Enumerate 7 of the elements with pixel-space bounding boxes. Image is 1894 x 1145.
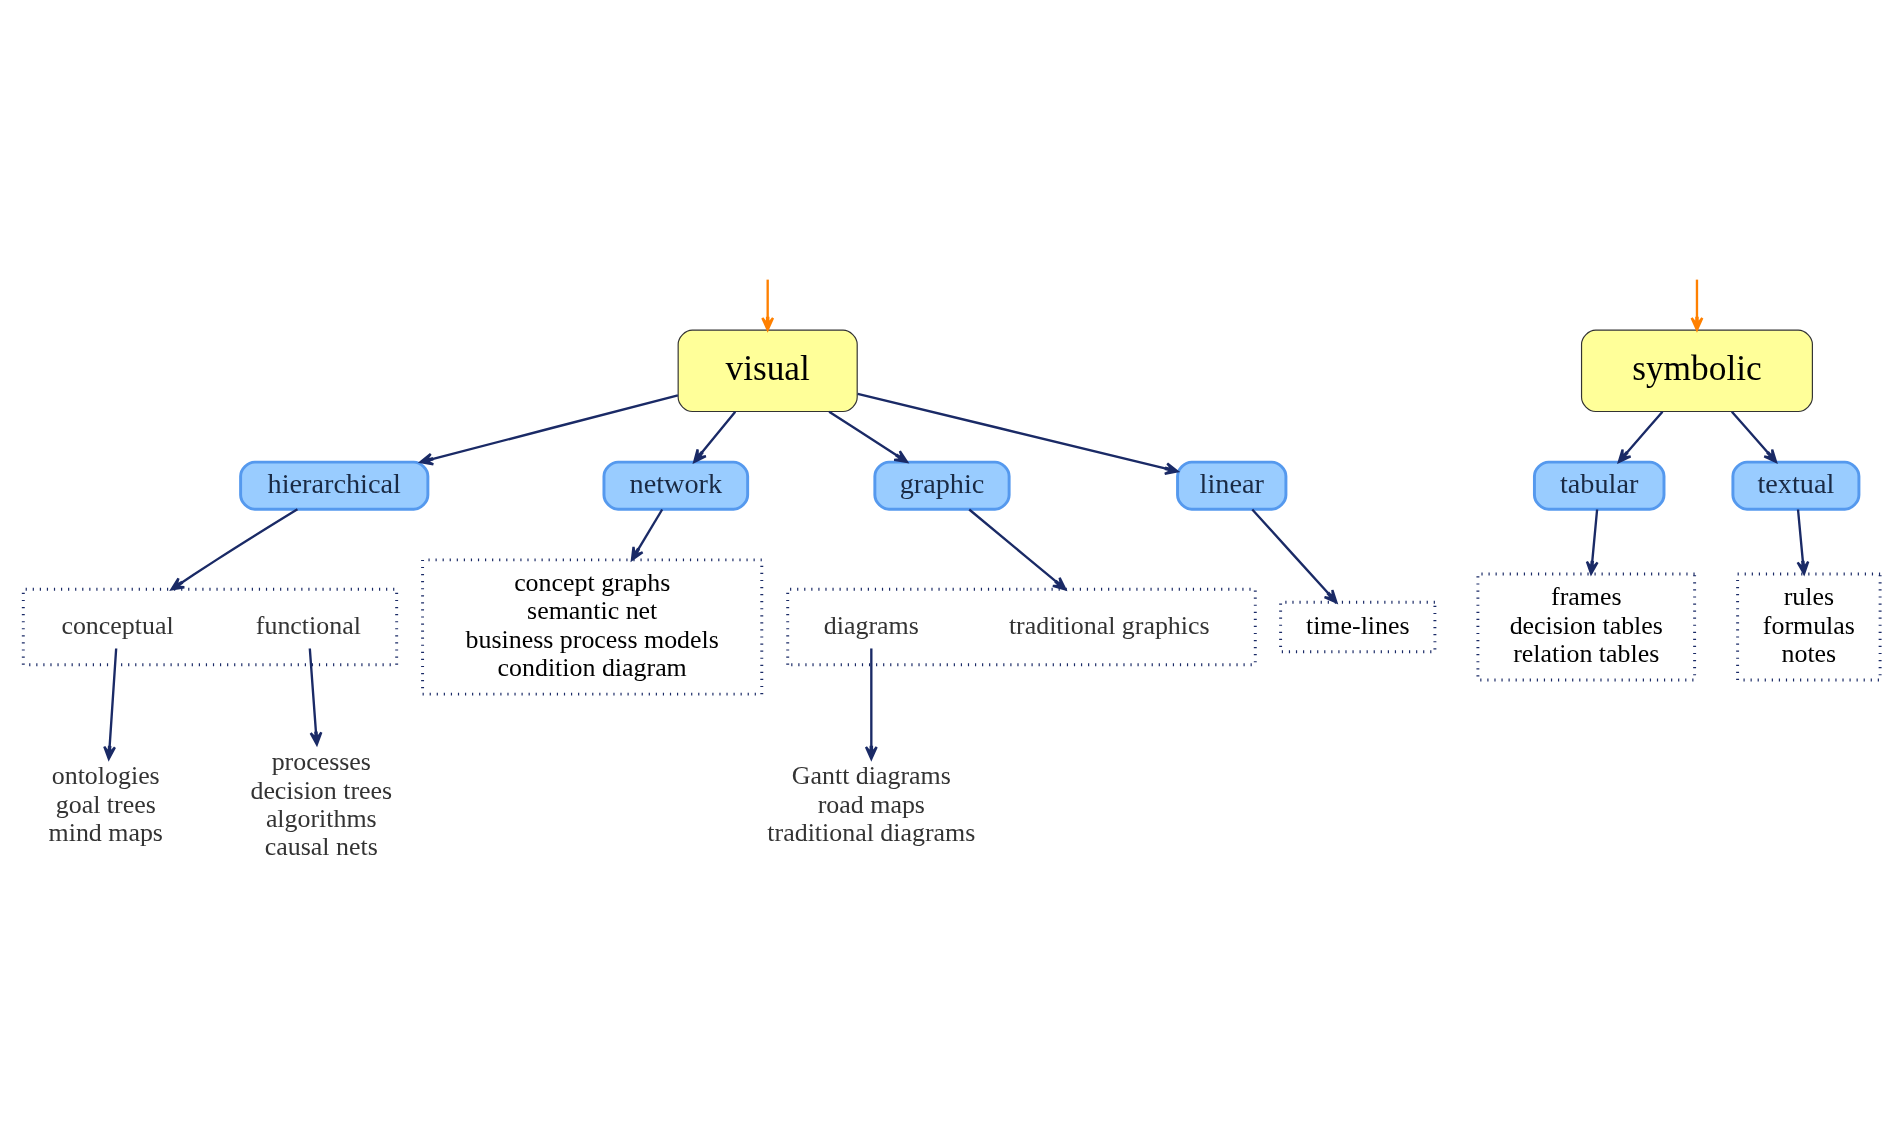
node-text: traditional graphics: [1008, 610, 1210, 640]
node-text: diagrams: [823, 610, 919, 640]
node-text: Gantt diagrams road maps traditional diagrams: [767, 760, 976, 847]
node-text: ontologies goal trees mind maps: [48, 760, 163, 847]
node-text: conceptual: [61, 610, 174, 640]
node-text: processes decision trees algorithms causal nets: [250, 746, 393, 861]
node-text: functional: [255, 610, 361, 640]
